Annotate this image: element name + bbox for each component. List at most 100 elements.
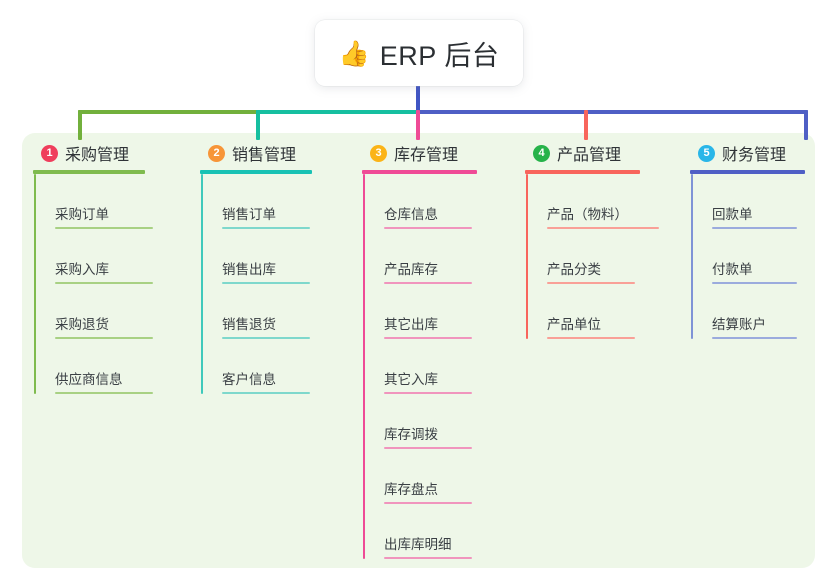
leaf-item[interactable]: 产品分类 [525,229,659,284]
leaf-item[interactable]: 客户信息 [200,339,312,394]
connector-bus-right [416,110,808,114]
column-title-1: 采购管理 [65,147,130,164]
leaf-item-label: 供应商信息 [55,372,123,387]
column-title-3: 库存管理 [394,147,459,164]
column-5: 5 财务管理回款单付款单结算账户 [690,140,805,339]
leaf-item[interactable]: 库存调拨 [362,394,477,449]
column-spine-5 [691,174,693,339]
leaf-item-rule [384,557,472,559]
leaf-item-rule [384,447,472,449]
leaf-item[interactable]: 采购退货 [33,284,153,339]
leaf-item-label: 产品单位 [547,317,601,332]
leaf-item-label: 库存盘点 [384,482,438,497]
connector-drop-4 [584,110,588,140]
column-4: 4 产品管理产品（物料） 产品分类产品单位 [525,140,659,339]
leaf-item-label: 销售订单 [222,207,276,222]
leaf-item-label: 回款单 [712,207,753,222]
leaf-item-rule [55,227,153,229]
leaf-item-rule [384,282,472,284]
leaf-item[interactable]: 其它入库 [362,339,477,394]
leaf-item[interactable]: 供应商信息 [33,339,153,394]
column-badge-5: 5 [698,144,715,162]
column-1: 1 采购管理采购订单采购入库采购退货供应商信息 [33,140,153,394]
column-items-1: 采购订单采购入库采购退货供应商信息 [33,174,153,394]
leaf-item[interactable]: 付款单 [690,229,805,284]
connector-stem [416,86,420,112]
connector-drop-1 [78,110,82,140]
leaf-item[interactable]: 产品库存 [362,229,477,284]
connector-drop-3 [416,110,420,140]
column-3: 3 库存管理仓库信息产品库存其它出库其它入库库存调拨库存盘点出库库明细 [362,140,477,559]
leaf-item-rule [222,337,310,339]
leaf-item-rule [222,282,310,284]
leaf-item-label: 采购入库 [55,262,109,277]
diagram-panel [22,133,815,568]
column-spine-3 [363,174,365,559]
connector-drop-2 [256,110,260,140]
leaf-item[interactable]: 库存盘点 [362,449,477,504]
leaf-item-rule [547,227,659,229]
column-badge-2: 2 [208,144,225,162]
leaf-item[interactable]: 结算账户 [690,284,805,339]
column-header-2[interactable]: 2 销售管理 [200,140,312,166]
leaf-item[interactable]: 销售出库 [200,229,312,284]
leaf-item-rule [222,227,310,229]
leaf-item-rule [712,282,797,284]
leaf-item-rule [55,282,153,284]
root-node-erp-backend[interactable]: 👍 ERP 后台 [315,20,523,86]
column-header-3[interactable]: 3 库存管理 [362,140,477,166]
leaf-item-label: 客户信息 [222,372,276,387]
thumbs-up-icon: 👍 [338,39,370,68]
leaf-item[interactable]: 产品（物料） [525,174,659,229]
leaf-item-rule [222,392,310,394]
column-badge-1: 1 [41,144,58,162]
leaf-item-label: 仓库信息 [384,207,438,222]
leaf-item-rule [384,227,472,229]
leaf-item-label: 采购退货 [55,317,109,332]
leaf-item-label: 销售出库 [222,262,276,277]
column-items-5: 回款单付款单结算账户 [690,174,805,339]
leaf-item-label: 其它入库 [384,372,438,387]
leaf-item-label: 采购订单 [55,207,109,222]
leaf-item[interactable]: 采购订单 [33,174,153,229]
leaf-item[interactable]: 出库库明细 [362,504,477,559]
column-rule-5 [690,170,805,174]
leaf-item-label: 结算账户 [712,317,766,332]
leaf-item-label: 产品库存 [384,262,438,277]
leaf-item-rule [55,392,153,394]
column-title-2: 销售管理 [232,147,297,164]
connector-bus-left [78,110,258,114]
column-items-2: 销售订单销售出库销售退货客户信息 [200,174,312,394]
column-header-1[interactable]: 1 采购管理 [33,140,153,166]
connector-bus-mid [256,110,418,114]
leaf-item-rule [384,502,472,504]
leaf-item[interactable]: 销售退货 [200,284,312,339]
leaf-item-rule [547,337,635,339]
column-rule-2 [200,170,312,174]
column-rule-3 [362,170,477,174]
column-badge-4: 4 [533,144,550,162]
leaf-item-rule [547,282,635,284]
column-spine-2 [201,174,203,394]
column-2: 2 销售管理销售订单销售出库销售退货客户信息 [200,140,312,394]
leaf-item[interactable]: 其它出库 [362,284,477,339]
column-title-4: 产品管理 [557,147,622,164]
leaf-item-label: 产品（物料） [547,207,628,222]
column-header-5[interactable]: 5 财务管理 [690,140,805,166]
leaf-item-rule [384,392,472,394]
leaf-item[interactable]: 仓库信息 [362,174,477,229]
leaf-item[interactable]: 回款单 [690,174,805,229]
leaf-item[interactable]: 产品单位 [525,284,659,339]
leaf-item-label: 付款单 [712,262,753,277]
leaf-item[interactable]: 采购入库 [33,229,153,284]
column-title-5: 财务管理 [722,147,787,164]
column-items-3: 仓库信息产品库存其它出库其它入库库存调拨库存盘点出库库明细 [362,174,477,559]
column-badge-3: 3 [370,144,387,162]
leaf-item-label: 销售退货 [222,317,276,332]
column-spine-1 [34,174,36,394]
leaf-item-label: 产品分类 [547,262,601,277]
leaf-item-rule [55,337,153,339]
column-header-4[interactable]: 4 产品管理 [525,140,659,166]
leaf-item[interactable]: 销售订单 [200,174,312,229]
